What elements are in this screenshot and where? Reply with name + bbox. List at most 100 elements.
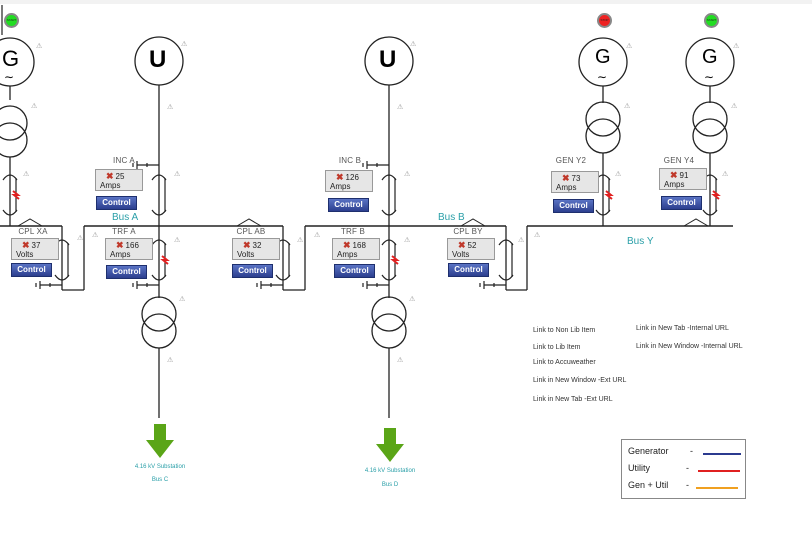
- ac-wave-icon: ∼: [704, 70, 715, 84]
- warning-triangle-icon[interactable]: ⚠: [314, 232, 321, 239]
- readout-value: 37: [31, 241, 41, 250]
- bus-b-label: Bus B: [438, 212, 465, 223]
- readout-value: 52: [467, 241, 477, 250]
- ac-wave-icon: ∼: [4, 70, 15, 84]
- legend: Generator - Utility - Gen + Util -: [621, 439, 746, 499]
- control-button-trf-a[interactable]: Control: [106, 265, 147, 279]
- warning-triangle-icon[interactable]: ⚠: [626, 43, 633, 50]
- device-label-gen-y2: GEN Y2: [555, 156, 587, 165]
- control-button-cpl-by[interactable]: Control: [448, 263, 489, 277]
- bus-tap-triangle: [460, 218, 486, 227]
- generator-y4-start-lamp[interactable]: START: [704, 13, 719, 28]
- warning-triangle-icon[interactable]: ⚠: [404, 171, 411, 178]
- ground-switch-icon: [479, 281, 506, 289]
- legend-line-utility: [698, 470, 740, 472]
- generator-left-start-lamp[interactable]: START: [4, 13, 19, 28]
- control-button-gen-y2[interactable]: Control: [553, 199, 594, 213]
- legend-dash: -: [686, 463, 689, 473]
- device-label-inc-b: INC B: [338, 156, 362, 165]
- warning-triangle-icon[interactable]: ⚠: [167, 104, 174, 111]
- warning-triangle-icon[interactable]: ⚠: [77, 235, 84, 242]
- control-button-inc-a[interactable]: Control: [96, 196, 137, 210]
- top-bar: [0, 0, 812, 4]
- readout-value: 73: [571, 174, 581, 183]
- bus-tap-triangle: [17, 218, 43, 227]
- warning-triangle-icon[interactable]: ⚠: [397, 357, 404, 364]
- generator-left-letter: G: [2, 46, 20, 71]
- ac-wave-icon: ∼: [597, 70, 608, 84]
- warning-triangle-icon[interactable]: ⚠: [731, 103, 738, 110]
- device-label-gen-y4: GEN Y4: [663, 156, 695, 165]
- fault-x-icon: ✖: [243, 240, 251, 250]
- link-new-tab-internal[interactable]: Link in New Tab -Internal URL: [636, 325, 729, 332]
- warning-triangle-icon[interactable]: ⚠: [31, 103, 38, 110]
- warning-triangle-icon[interactable]: ⚠: [167, 357, 174, 364]
- warning-triangle-icon[interactable]: ⚠: [174, 171, 181, 178]
- fault-x-icon: ✖: [22, 240, 30, 250]
- substation-d-bus: Bus D: [381, 482, 399, 488]
- readout-unit: Amps: [110, 250, 131, 259]
- readout-value: 168: [352, 241, 366, 250]
- warning-triangle-icon[interactable]: ⚠: [179, 296, 186, 303]
- red-lightning-icon: [711, 190, 721, 200]
- fault-x-icon: ✖: [458, 240, 466, 250]
- lamp-label: START: [706, 18, 717, 22]
- warning-triangle-icon[interactable]: ⚠: [23, 171, 30, 178]
- warning-triangle-icon[interactable]: ⚠: [181, 41, 188, 48]
- substation-c-bus: Bus C: [151, 477, 169, 483]
- link-accuweather[interactable]: Link to Accuweather: [533, 359, 596, 366]
- link-new-window-ext[interactable]: Link in New Window -Ext URL: [533, 377, 627, 384]
- control-button-cpl-xa[interactable]: Control: [11, 263, 52, 277]
- warning-triangle-icon[interactable]: ⚠: [534, 232, 541, 239]
- lamp-label: START: [6, 18, 17, 22]
- warning-triangle-icon[interactable]: ⚠: [397, 104, 404, 111]
- warning-triangle-icon[interactable]: ⚠: [615, 171, 622, 178]
- substation-c-title: 4.16 kV Substation: [134, 464, 186, 470]
- control-button-inc-b[interactable]: Control: [328, 198, 369, 212]
- substation-d-title: 4.16 kV Substation: [364, 468, 416, 474]
- legend-label-generator: Generator: [628, 446, 669, 456]
- legend-label-gen-util: Gen + Util: [628, 480, 669, 490]
- readout-unit: Volts: [16, 250, 34, 259]
- warning-triangle-icon[interactable]: ⚠: [404, 237, 411, 244]
- control-button-cpl-ab[interactable]: Control: [232, 264, 273, 278]
- warning-triangle-icon[interactable]: ⚠: [174, 237, 181, 244]
- readout-unit: Amps: [330, 182, 351, 191]
- device-label-cpl-by: CPL BY: [453, 227, 483, 236]
- fault-x-icon: ✖: [670, 170, 678, 180]
- warning-triangle-icon[interactable]: ⚠: [722, 171, 729, 178]
- warning-triangle-icon[interactable]: ⚠: [733, 43, 740, 50]
- ground-switch-icon: [362, 281, 389, 289]
- generator-y2-stop-lamp[interactable]: STOP: [597, 13, 612, 28]
- legend-dash: -: [690, 446, 693, 456]
- device-label-inc-a: INC A: [113, 156, 135, 165]
- bus-tap-triangle: [236, 218, 262, 227]
- lamp-label: STOP: [600, 18, 609, 22]
- readout-value: 91: [679, 171, 689, 180]
- device-label-cpl-ab: CPL AB: [236, 227, 266, 236]
- readout-value: 25: [115, 172, 125, 181]
- utility-a-letter: U: [149, 46, 167, 73]
- utility-b-letter: U: [379, 46, 397, 73]
- link-new-window-internal[interactable]: Link in New Window -Internal URL: [636, 343, 743, 350]
- readout-unit: Amps: [337, 250, 358, 259]
- substation-arrow-d: [376, 428, 404, 462]
- warning-triangle-icon[interactable]: ⚠: [36, 43, 43, 50]
- warning-triangle-icon[interactable]: ⚠: [518, 237, 525, 244]
- link-lib-item[interactable]: Link to Lib Item: [533, 344, 581, 351]
- link-new-tab-ext[interactable]: Link in New Tab -Ext URL: [533, 396, 613, 403]
- device-label-trf-b: TRF B: [340, 227, 366, 236]
- warning-triangle-icon[interactable]: ⚠: [297, 237, 304, 244]
- link-non-lib-item[interactable]: Link to Non Lib Item: [533, 327, 596, 334]
- warning-triangle-icon[interactable]: ⚠: [624, 103, 631, 110]
- warning-triangle-icon[interactable]: ⚠: [409, 296, 416, 303]
- control-button-trf-b[interactable]: Control: [334, 264, 375, 278]
- warning-triangle-icon[interactable]: ⚠: [410, 41, 417, 48]
- warning-triangle-icon[interactable]: ⚠: [92, 232, 99, 239]
- legend-dash: -: [686, 480, 689, 490]
- control-button-gen-y4[interactable]: Control: [661, 196, 702, 210]
